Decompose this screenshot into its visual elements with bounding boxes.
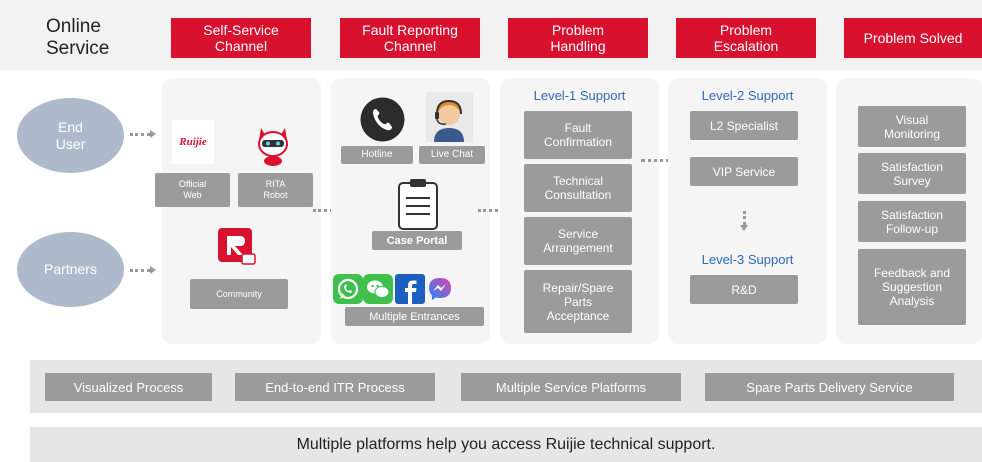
header-bar: [0, 0, 982, 70]
button-label: Community: [216, 288, 262, 299]
stage-label: Self-Service: [203, 22, 279, 38]
stage-label: Channel: [214, 38, 268, 54]
stage-label: Channel: [383, 38, 437, 54]
stage-label: Fault Reporting: [362, 22, 458, 38]
stage-label: Escalation: [713, 38, 779, 54]
clipboard-icon: [397, 178, 439, 230]
button-label: Analysis: [889, 294, 935, 308]
brand-line-1: Online: [46, 16, 101, 37]
brand-title: Online Service: [46, 16, 136, 60]
feature-label: End-to-end ITR Process: [265, 379, 405, 395]
button-label: Web: [183, 190, 202, 200]
ruijie-logo: Ruijie: [172, 120, 214, 164]
button-label: Hotline: [361, 149, 393, 160]
partners-node: Partners: [17, 232, 124, 307]
hotline-button[interactable]: Hotline: [341, 146, 413, 164]
feature-end-to-end-itr[interactable]: End-to-end ITR Process: [235, 373, 435, 401]
rnd-button[interactable]: R&D: [690, 275, 798, 304]
level-2-support-title: Level-2 Support: [701, 88, 794, 103]
stage-problem-solved: Problem Solved: [844, 18, 982, 58]
button-label: L2 Specialist: [709, 118, 779, 133]
feature-label: Multiple Service Platforms: [495, 379, 647, 395]
feature-label: Spare Parts Delivery Service: [746, 379, 913, 395]
button-label: Feedback and: [873, 266, 951, 280]
facebook-icon[interactable]: [395, 274, 425, 304]
stage-label: Handling: [550, 38, 606, 54]
rita-robot-icon: [253, 122, 293, 166]
button-label: Fault: [564, 121, 592, 135]
button-label: Multiple Entrances: [369, 310, 460, 323]
live-chat-button[interactable]: Live Chat: [419, 146, 485, 164]
multiple-entrances-button[interactable]: Multiple Entrances: [345, 307, 484, 326]
stage-label: Problem Solved: [863, 30, 963, 46]
button-label: Follow-up: [885, 221, 938, 236]
l2-specialist-button[interactable]: L2 Specialist: [690, 111, 798, 140]
level-1-support-title: Level-1 Support: [533, 88, 626, 103]
button-label: Satisfaction: [880, 159, 944, 174]
live-chat-agent-icon: [426, 92, 473, 142]
button-label: Confirmation: [543, 135, 613, 149]
messenger-icon[interactable]: [427, 276, 453, 302]
stage-label: Problem: [719, 22, 773, 38]
footer-statement: Multiple platforms help you access Ruiji…: [30, 427, 982, 462]
phone-icon: [360, 97, 405, 142]
stage-label: Problem: [551, 22, 605, 38]
button-label: Survey: [893, 173, 931, 188]
feature-label: Visualized Process: [73, 379, 184, 395]
button-label: Consultation: [544, 188, 612, 202]
button-label: Satisfaction: [880, 207, 944, 222]
button-label: Parts: [563, 294, 592, 309]
brand-line-2: Service: [46, 38, 110, 59]
button-label: R&D: [731, 282, 757, 297]
partners-label: Partners: [44, 261, 97, 277]
arrow-down: [740, 211, 748, 231]
level-3-support-title: Level-3 Support: [701, 252, 794, 267]
button-label: Technical: [552, 174, 604, 188]
feature-multiple-platforms[interactable]: Multiple Service Platforms: [461, 373, 681, 401]
button-label: Official: [178, 179, 207, 189]
button-label: Repair/Spare: [542, 280, 614, 295]
feature-visualized-process[interactable]: Visualized Process: [45, 373, 212, 401]
button-label: Robot: [263, 190, 288, 200]
wechat-icon[interactable]: [363, 274, 393, 304]
community-button[interactable]: Community: [190, 279, 288, 309]
feature-spare-parts-delivery[interactable]: Spare Parts Delivery Service: [705, 373, 954, 401]
arrow-right: [130, 266, 156, 274]
button-label: Visual: [895, 112, 929, 127]
button-label: Live Chat: [430, 149, 474, 160]
button-label: VIP Service: [712, 164, 776, 179]
arrow-right: [130, 130, 156, 138]
end-user-label: User: [55, 135, 86, 152]
button-label: Service: [557, 227, 598, 241]
button-label: Suggestion: [881, 280, 943, 294]
whatsapp-icon[interactable]: [333, 274, 363, 304]
button-label: Case Portal: [386, 234, 448, 247]
footer-text: Multiple platforms help you access Ruiji…: [296, 435, 716, 453]
community-app-icon: [218, 228, 256, 268]
vip-service-button[interactable]: VIP Service: [690, 157, 798, 186]
button-label: Arrangement: [543, 241, 613, 255]
button-label: Monitoring: [883, 126, 941, 141]
case-portal-button[interactable]: Case Portal: [372, 231, 462, 250]
button-label: RITA: [265, 179, 286, 189]
end-user-label: End: [58, 118, 83, 135]
button-label: Acceptance: [546, 308, 610, 323]
